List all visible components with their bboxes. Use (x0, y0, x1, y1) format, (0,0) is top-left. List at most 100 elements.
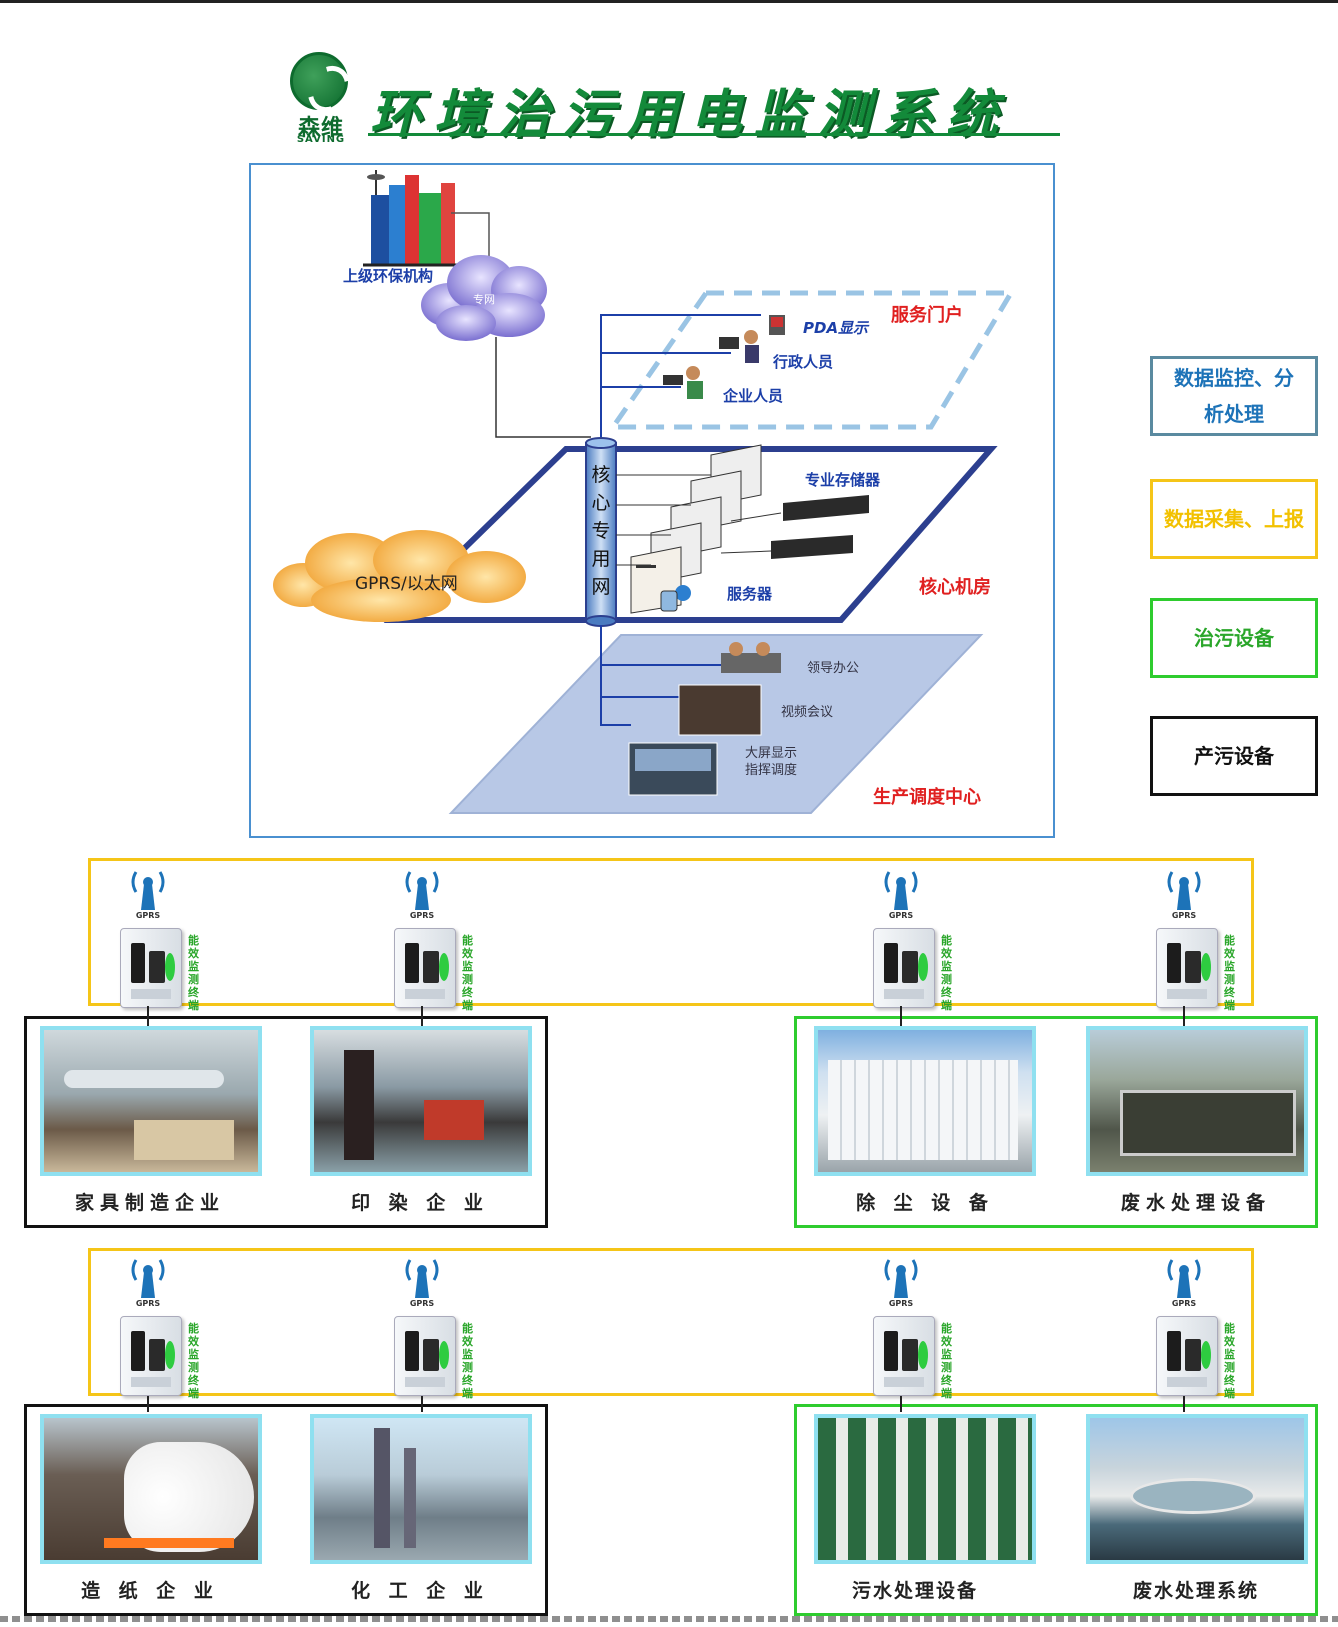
gprs-label: GPRS (888, 911, 914, 920)
connector-line (900, 1006, 902, 1026)
connector-line (147, 1006, 149, 1026)
gprs-antenna-icon (131, 871, 165, 910)
sewage-treatment-photo (814, 1414, 1036, 1564)
legend-collect-text: 数据采集、上报 (1164, 507, 1304, 531)
gprs-antenna-icon (131, 1259, 165, 1298)
gprs-antenna-icon (405, 1259, 439, 1298)
terminal-device (394, 1316, 456, 1396)
monitoring-terminal: GPRS 能效监测终端 (1136, 1254, 1246, 1404)
server-label: 服务器 (727, 585, 773, 603)
collect-frame-row2 (88, 1248, 1254, 1396)
terminal-label: 能效监测终端 (462, 934, 473, 1012)
legend-polluting-text: 产污设备 (1194, 744, 1274, 768)
big-screen-label: 大屏显示 指挥调度 (745, 745, 797, 779)
core-network-pipe-icon (585, 437, 617, 627)
treatment-frame-row2 (794, 1404, 1318, 1616)
leader-office-label: 领导办公 (807, 661, 860, 676)
monitoring-terminal: GPRS 能效监测终端 (853, 1254, 963, 1404)
service-portal-label: 服务门户 (891, 305, 963, 326)
big-screen-photo (628, 742, 718, 796)
wastewater-treatment-photo (1086, 1026, 1308, 1176)
gprs-label: GPRS (1171, 1299, 1197, 1308)
connector-line (147, 1396, 149, 1412)
terminal-device (873, 1316, 935, 1396)
server-rack-icon (630, 444, 762, 614)
connector-line (1183, 1006, 1185, 1026)
core-network-label: 核 心 专 用 网 (589, 461, 613, 601)
terminal-label: 能效监测终端 (462, 1322, 473, 1400)
video-conference-photo (678, 684, 762, 736)
terminal-label: 能效监测终端 (941, 1322, 952, 1400)
buildings-icon (363, 170, 461, 267)
connector-line (421, 1006, 423, 1026)
terminal-device (873, 928, 935, 1008)
gprs-label: GPRS (135, 1299, 161, 1308)
connector-line (900, 1396, 902, 1412)
gprs-label: GPRS (409, 911, 435, 920)
gprs-label: GPRS (135, 911, 161, 920)
polluting-caption: 化 工 企 业 (351, 1580, 489, 1602)
terminal-label: 能效监测终端 (941, 934, 952, 1012)
treatment-caption: 废水处理设备 (1120, 1192, 1271, 1214)
private-net-label: 专网 (473, 293, 495, 306)
architecture-svg (273, 170, 1016, 814)
pda-icon (769, 315, 785, 335)
dispatch-center-label: 生产调度中心 (873, 787, 981, 808)
gprs-label: GPRS (1171, 911, 1197, 920)
treatment-caption: 废水处理系统 (1132, 1580, 1259, 1602)
dyeing-factory-photo (310, 1026, 532, 1176)
monitoring-terminal: GPRS 能效监测终端 (100, 1254, 210, 1404)
monitoring-terminal: GPRS 能效监测终端 (374, 866, 484, 1016)
logo-english-text: SAVING (296, 134, 346, 145)
core-network-char: 心 (591, 492, 611, 514)
storage-label: 专业存储器 (805, 471, 881, 489)
polluting-caption: 印 染 企 业 (351, 1192, 489, 1214)
private-network-cloud (421, 255, 547, 341)
gprs-ethernet-label: GPRS/以太网 (355, 574, 458, 594)
terminal-label: 能效监测终端 (1224, 1322, 1235, 1400)
terminal-device (394, 928, 456, 1008)
terminal-label: 能效监测终端 (188, 1322, 199, 1400)
core-network-char: 专 (591, 520, 611, 542)
terminal-label: 能效监测终端 (1224, 934, 1235, 1012)
leader-office-icon (721, 642, 781, 673)
saving-logo: 森维 SAVING (286, 52, 359, 145)
terminal-device (120, 928, 182, 1008)
gprs-antenna-icon (884, 871, 918, 910)
monitoring-terminal: GPRS 能效监测终端 (1136, 866, 1246, 1016)
core-room-label: 核心机房 (919, 577, 991, 598)
core-network-char: 用 (591, 548, 611, 570)
collect-frame-row1 (88, 858, 1254, 1006)
legend-polluting: 产污设备 (1150, 716, 1318, 796)
furniture-factory-photo (40, 1026, 262, 1176)
treatment-frame-row1 (794, 1016, 1318, 1228)
architecture-diagram: 上级环保机构 专网 服务门户 PDA显示 行政人员 企业人员 核 心 专 用 网… (249, 163, 1055, 838)
terminal-device (1156, 1316, 1218, 1396)
storage-device-icon (720, 495, 869, 559)
bottom-border (0, 1616, 1338, 1622)
connector-line (421, 1396, 423, 1412)
legend-monitor-text: 数据监控、分析处理 (1174, 366, 1294, 426)
chemical-plant-photo (310, 1414, 532, 1564)
legend-treatment: 治污设备 (1150, 598, 1318, 678)
logo-emblem-icon (290, 52, 359, 120)
treatment-caption: 除 尘 设 备 (856, 1192, 994, 1214)
legend-collect: 数据采集、上报 (1150, 479, 1318, 559)
gprs-antenna-icon (1167, 871, 1201, 910)
video-conference-label: 视频会议 (781, 705, 834, 720)
enterprise-staff-label: 企业人员 (723, 387, 784, 405)
gprs-label: GPRS (888, 1299, 914, 1308)
monitoring-terminal: GPRS 能效监测终端 (100, 866, 210, 1016)
admin-staff-label: 行政人员 (773, 353, 834, 371)
big-screen-line: 大屏显示 (745, 746, 798, 761)
polluting-caption: 家具制造企业 (74, 1192, 225, 1214)
core-network-char: 核 (591, 464, 611, 486)
admin-person-icon (719, 330, 759, 363)
pda-label: PDA显示 (803, 319, 869, 337)
polluting-frame-row2 (24, 1404, 548, 1616)
gprs-antenna-icon (405, 871, 439, 910)
legend-treatment-text: 治污设备 (1194, 626, 1274, 650)
gprs-antenna-icon (1167, 1259, 1201, 1298)
upper-agency-label: 上级环保机构 (343, 267, 434, 285)
polluting-frame-row1 (24, 1016, 548, 1228)
